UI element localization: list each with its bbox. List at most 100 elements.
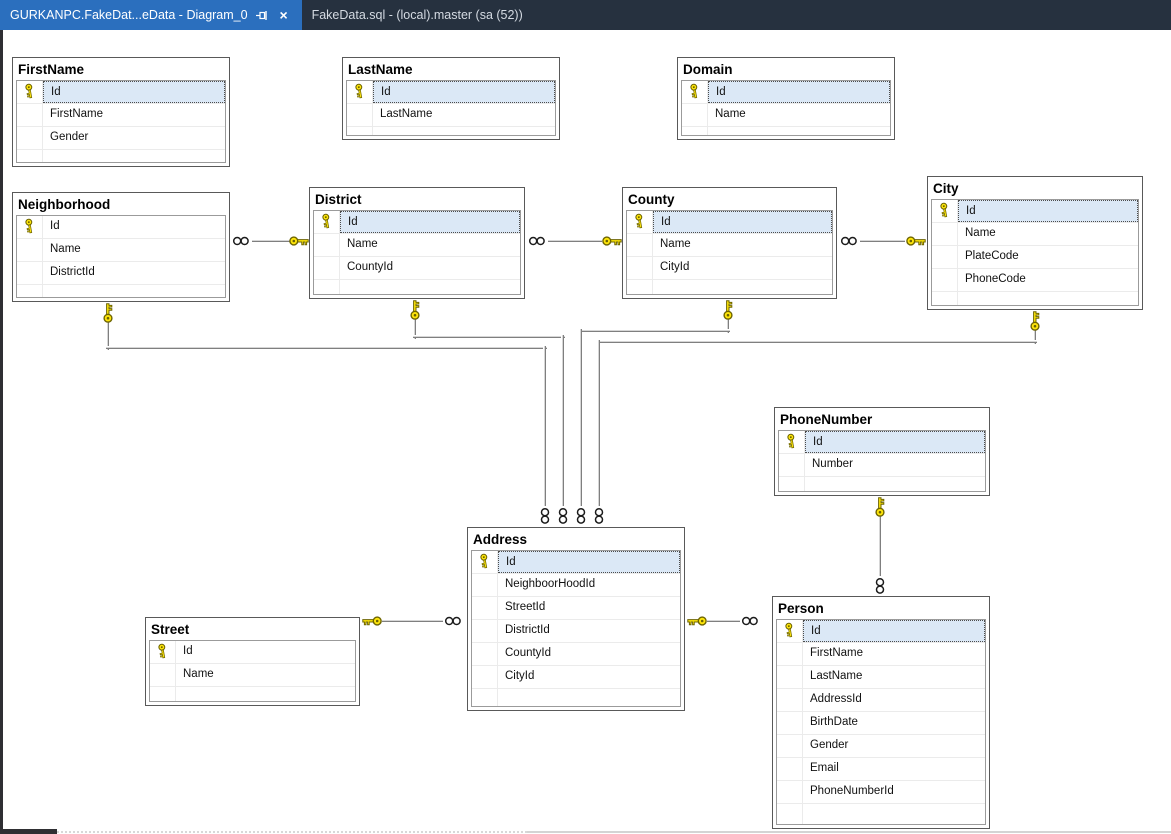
- relationship-address-district-line[interactable]: [413, 335, 565, 338]
- relationship-address-district-line[interactable]: [413, 319, 416, 339]
- table-title[interactable]: PhoneNumber: [778, 409, 986, 430]
- column-row[interactable]: PhoneNumberId: [777, 781, 985, 804]
- table-title[interactable]: FirstName: [16, 59, 226, 80]
- column-row[interactable]: Name: [682, 104, 890, 127]
- relationship-address-city-line[interactable]: [1033, 330, 1036, 344]
- relationship-person-address-line[interactable]: [707, 619, 740, 622]
- column-row[interactable]: Name: [17, 239, 225, 262]
- column-row[interactable]: BirthDate: [777, 712, 985, 735]
- relationship-neighborhood-district-line[interactable]: [252, 239, 291, 242]
- column-row[interactable]: FirstName: [17, 104, 225, 127]
- column-row[interactable]: Id: [627, 211, 832, 234]
- column-row[interactable]: LastName: [347, 104, 555, 127]
- pin-icon[interactable]: [254, 7, 270, 23]
- column-row[interactable]: Gender: [777, 735, 985, 758]
- column-row[interactable]: Id: [150, 641, 355, 664]
- table-title[interactable]: County: [626, 189, 833, 210]
- column-row[interactable]: Name: [932, 223, 1138, 246]
- column-row[interactable]: Id: [777, 620, 985, 643]
- table-title[interactable]: Neighborhood: [16, 194, 226, 215]
- table-title[interactable]: Domain: [681, 59, 891, 80]
- column-row[interactable]: Name: [314, 234, 520, 257]
- relationship-address-neighborhood-line[interactable]: [106, 346, 547, 349]
- column-row[interactable]: Gender: [17, 127, 225, 150]
- column-row[interactable]: CountyId: [472, 643, 680, 666]
- column-row[interactable]: Name: [627, 234, 832, 257]
- column-row[interactable]: Name: [150, 664, 355, 687]
- column-name: Id: [340, 211, 520, 233]
- column-row[interactable]: CityId: [472, 666, 680, 689]
- empty-row: [932, 292, 1138, 305]
- relationship-person-phonenumber-line[interactable]: [878, 516, 881, 576]
- infinity-many-end-icon: [230, 236, 252, 246]
- column-row[interactable]: Number: [779, 454, 985, 477]
- table-title[interactable]: Person: [776, 598, 986, 619]
- table-title[interactable]: Address: [471, 529, 681, 550]
- column-name: DistrictId: [505, 624, 550, 636]
- column-row[interactable]: Id: [932, 200, 1138, 223]
- column-row[interactable]: PlateCode: [932, 246, 1138, 269]
- column-name: Gender: [50, 131, 89, 143]
- relationship-address-county-line[interactable]: [579, 329, 582, 506]
- empty-row: [314, 280, 520, 294]
- column-row[interactable]: NeighboorHoodId: [472, 574, 680, 597]
- column-row[interactable]: Id: [17, 216, 225, 239]
- column-row[interactable]: Id: [779, 431, 985, 454]
- relationship-address-county-line[interactable]: [579, 329, 730, 332]
- column-row[interactable]: AddressId: [777, 689, 985, 712]
- column-row[interactable]: DistrictId: [17, 262, 225, 285]
- column-row[interactable]: CityId: [627, 257, 832, 280]
- horizontal-scrollbar[interactable]: [57, 831, 527, 833]
- column-row[interactable]: LastName: [777, 666, 985, 689]
- column-row[interactable]: FirstName: [777, 643, 985, 666]
- tab-diagram[interactable]: GURKANPC.FakeDat...eData - Diagram_0 ×: [0, 0, 302, 30]
- column-row[interactable]: StreetId: [472, 597, 680, 620]
- relationship-address-city-line[interactable]: [597, 340, 600, 506]
- key-cell: [17, 150, 43, 162]
- relationship-address-neighborhood-line[interactable]: [543, 346, 546, 506]
- relationship-address-street-line[interactable]: [382, 619, 443, 622]
- table-title[interactable]: LastName: [346, 59, 556, 80]
- relationship-address-neighborhood-line[interactable]: [106, 322, 109, 350]
- table-title[interactable]: City: [931, 178, 1139, 199]
- column-row[interactable]: DistrictId: [472, 620, 680, 643]
- relationship-address-county-line[interactable]: [726, 319, 729, 333]
- column-row[interactable]: PhoneCode: [932, 269, 1138, 292]
- column-row[interactable]: Id: [472, 551, 680, 574]
- column-name: Number: [812, 458, 853, 470]
- relationship-address-city-line[interactable]: [597, 340, 1037, 343]
- column-row[interactable]: Id: [17, 81, 225, 104]
- tab-sql-file[interactable]: FakeData.sql - (local).master (sa (52)): [302, 0, 533, 30]
- column-row[interactable]: CountyId: [314, 257, 520, 280]
- key-cell: [472, 620, 498, 642]
- table-title[interactable]: District: [313, 189, 521, 210]
- relationship-address-district-line[interactable]: [561, 335, 564, 506]
- empty-row: [17, 150, 225, 162]
- table-title[interactable]: Street: [149, 619, 356, 640]
- close-icon[interactable]: ×: [279, 7, 288, 23]
- relationship-county-city-line[interactable]: [860, 239, 905, 242]
- column-row[interactable]: Email: [777, 758, 985, 781]
- column-row[interactable]: Id: [347, 81, 555, 104]
- key-cell: [150, 664, 176, 686]
- column-row[interactable]: Id: [314, 211, 520, 234]
- key-cell: [17, 239, 43, 261]
- primary-key-icon: [687, 83, 703, 99]
- relationship-district-county-line[interactable]: [548, 239, 602, 242]
- column-row[interactable]: Id: [682, 81, 890, 104]
- primary-key-cell: [932, 200, 958, 222]
